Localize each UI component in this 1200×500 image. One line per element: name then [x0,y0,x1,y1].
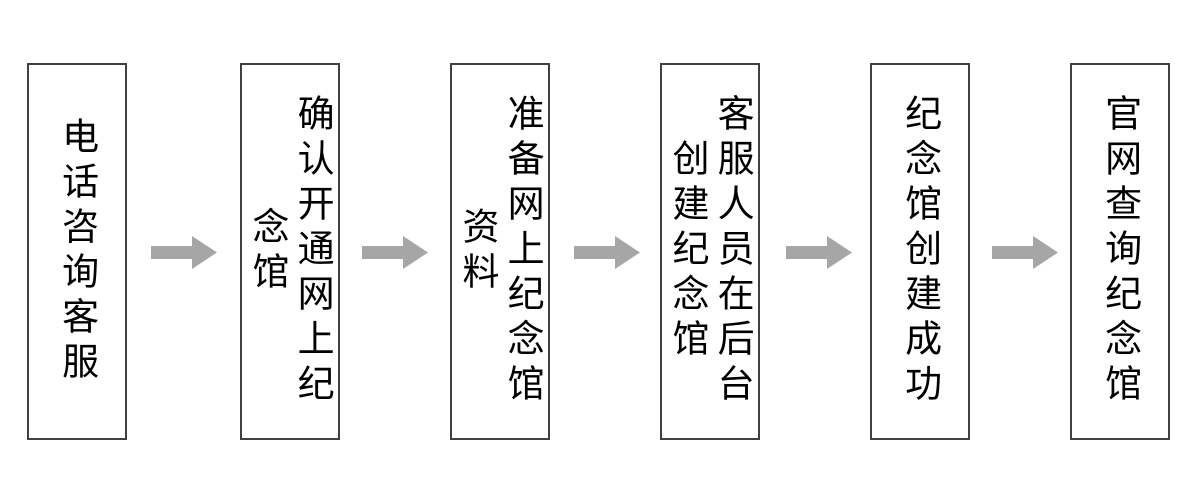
flow-step-1-label: 电话咨询客服 [55,116,99,387]
flow-connector-2-arrow-icon [362,236,428,269]
flow-step-2-label: 确认开通网上纪念馆 [246,94,335,409]
flow-step-5-label: 纪念馆创建成功 [898,94,942,409]
flow-step-2[interactable]: 确认开通网上纪念馆 [240,63,340,440]
flow-connector-1-arrow-icon [151,236,217,269]
flow-step-4[interactable]: 客服人员在后台创建纪念馆 [660,63,760,440]
flow-step-6[interactable]: 官网查询纪念馆 [1070,63,1170,440]
flow-step-3[interactable]: 准备网上纪念馆资料 [450,63,550,440]
flow-step-5[interactable]: 纪念馆创建成功 [870,63,970,440]
flow-step-4-label: 客服人员在后台创建纪念馆 [666,94,755,409]
flow-step-1[interactable]: 电话咨询客服 [27,63,127,440]
flow-connector-5-arrow-icon [992,236,1058,269]
flow-step-3-label: 准备网上纪念馆资料 [456,94,545,409]
flow-step-6-label: 官网查询纪念馆 [1098,94,1142,409]
flow-connector-4-arrow-icon [786,236,852,269]
flow-connector-3-arrow-icon [574,236,640,269]
